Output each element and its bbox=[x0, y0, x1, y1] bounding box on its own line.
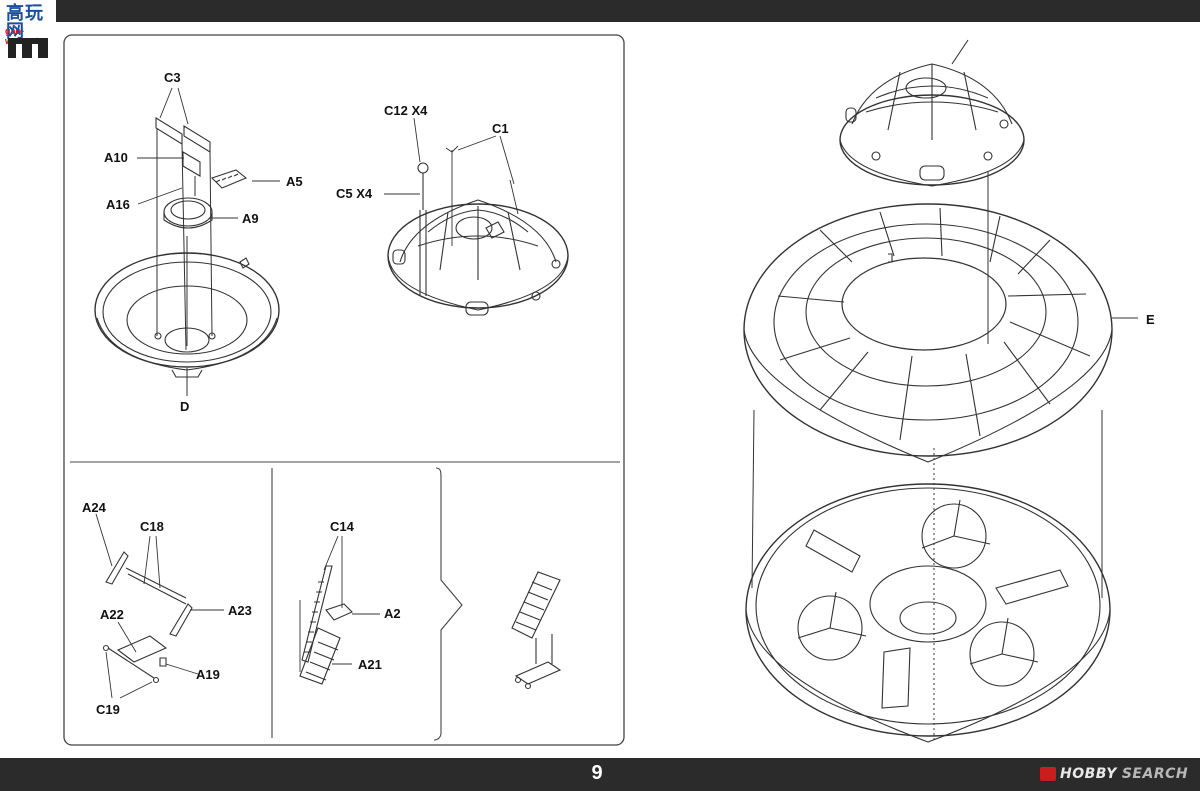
label-c1: C1 bbox=[492, 121, 509, 136]
logo-text: 高玩网 bbox=[6, 3, 44, 41]
part-c1-antenna bbox=[445, 145, 519, 246]
label-d: D bbox=[180, 399, 190, 414]
bottom-bar bbox=[0, 758, 1200, 791]
label-a22: A22 bbox=[100, 607, 124, 622]
watermark-part2: SEARCH bbox=[1121, 766, 1189, 782]
dome-top-assembly bbox=[387, 162, 569, 316]
part-a9 bbox=[163, 197, 213, 229]
top-bar bbox=[0, 0, 1200, 22]
watermark-part1: HOBBY bbox=[1060, 766, 1117, 782]
part-a10 bbox=[182, 151, 201, 177]
d-assembly-guide-lines bbox=[156, 128, 213, 396]
label-c19: C19 bbox=[96, 702, 120, 717]
left-panel-frame bbox=[63, 34, 625, 746]
stairs-subassembly-2 bbox=[299, 565, 353, 685]
site-logo: 高玩网 gao-wan.net bbox=[0, 0, 56, 58]
label-a2: A2 bbox=[384, 606, 401, 621]
stairs-completed bbox=[511, 571, 562, 690]
label-a24: A24 bbox=[82, 500, 106, 515]
label-a10: A10 bbox=[104, 150, 128, 165]
label-a16: A16 bbox=[106, 197, 130, 212]
label-c18: C18 bbox=[140, 519, 164, 534]
label-e: E bbox=[1146, 312, 1155, 327]
result-arrow-bracket bbox=[433, 467, 463, 741]
dome-leader-lines bbox=[384, 117, 515, 195]
label-a21: A21 bbox=[358, 657, 382, 672]
stairs-subassembly-1 bbox=[102, 551, 193, 684]
stairs-1-leader-lines bbox=[95, 513, 224, 699]
base-plate bbox=[745, 483, 1111, 743]
watermark: HOBBY SEARCH bbox=[1040, 764, 1188, 784]
label-c5: C5 X4 bbox=[336, 186, 373, 201]
step-number-mark bbox=[8, 38, 48, 58]
label-a23: A23 bbox=[228, 603, 252, 618]
watermark-badge-icon bbox=[1040, 767, 1056, 781]
label-a5: A5 bbox=[286, 174, 303, 189]
e-assembly-guide-lines bbox=[751, 172, 1138, 740]
label-c3: C3 bbox=[164, 70, 181, 85]
part-a5 bbox=[210, 169, 248, 189]
label-c12: C12 X4 bbox=[384, 103, 428, 118]
label-a9: A9 bbox=[242, 211, 259, 226]
label-a19: A19 bbox=[196, 667, 220, 682]
d-leader-lines bbox=[137, 87, 280, 219]
stairs-2-leader-lines bbox=[299, 535, 380, 672]
part-c3 bbox=[155, 117, 211, 153]
dome-top-right bbox=[839, 39, 1025, 187]
page-number: 9 bbox=[591, 762, 603, 784]
label-c14: C14 bbox=[330, 519, 354, 534]
ring-part-e bbox=[743, 203, 1113, 463]
